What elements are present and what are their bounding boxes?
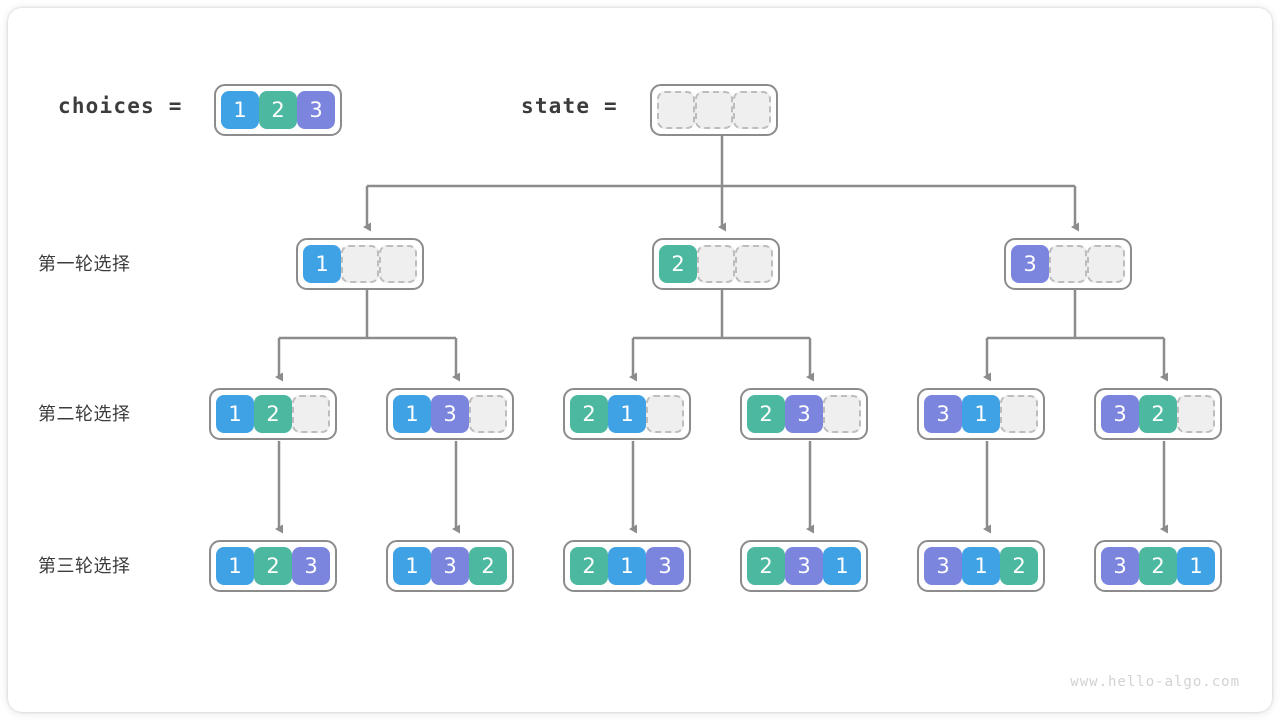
r3g3-cell-0: 2 xyxy=(570,547,608,585)
r3g5-cell-1: 1 xyxy=(962,547,1000,585)
row-label-1: 第一轮选择 xyxy=(38,254,131,274)
watermark: www.hello-algo.com xyxy=(1070,674,1240,690)
choices-cell-1: 2 xyxy=(259,91,297,129)
state-cell-1 xyxy=(695,91,733,129)
r3g4-cell-0: 2 xyxy=(747,547,785,585)
r3g1-cell-1: 2 xyxy=(254,547,292,585)
state-array xyxy=(650,84,778,136)
row-label-2: 第二轮选择 xyxy=(38,404,131,424)
r1g2-cell-2 xyxy=(735,245,773,283)
state-array-r1-g1: 1 xyxy=(296,238,424,290)
r3g2-cell-2: 2 xyxy=(469,547,507,585)
state-cell-2 xyxy=(733,91,771,129)
r2g6-cell-1: 2 xyxy=(1139,395,1177,433)
state-label: state = xyxy=(521,94,618,118)
r2g1-cell-1: 2 xyxy=(254,395,292,433)
r2g3-cell-2 xyxy=(646,395,684,433)
r3g6-cell-2: 1 xyxy=(1177,547,1215,585)
r1g2-cell-0: 2 xyxy=(659,245,697,283)
choices-label: choices = xyxy=(58,94,183,118)
r2g4-cell-1: 3 xyxy=(785,395,823,433)
r3g1-cell-2: 3 xyxy=(292,547,330,585)
state-cell-0 xyxy=(657,91,695,129)
r2g3-cell-0: 2 xyxy=(570,395,608,433)
r2g6-cell-2 xyxy=(1177,395,1215,433)
state-array-r1-g2: 2 xyxy=(652,238,780,290)
r3g4-cell-1: 3 xyxy=(785,547,823,585)
r3g4-cell-2: 1 xyxy=(823,547,861,585)
row-label-3: 第三轮选择 xyxy=(38,556,131,576)
r2g4-cell-0: 2 xyxy=(747,395,785,433)
r3g3-cell-1: 1 xyxy=(608,547,646,585)
r2g3-cell-1: 1 xyxy=(608,395,646,433)
r1g3-cell-1 xyxy=(1049,245,1087,283)
r2g4-cell-2 xyxy=(823,395,861,433)
r2g6-cell-0: 3 xyxy=(1101,395,1139,433)
r3g2-cell-0: 1 xyxy=(393,547,431,585)
r2g5-cell-2 xyxy=(1000,395,1038,433)
diagram-card xyxy=(8,8,1272,712)
r1g1-cell-0: 1 xyxy=(303,245,341,283)
r2g5-cell-1: 1 xyxy=(962,395,1000,433)
r3g5-cell-0: 3 xyxy=(924,547,962,585)
state-array-r1-g3: 3 xyxy=(1004,238,1132,290)
r3g2-cell-1: 3 xyxy=(431,547,469,585)
r2g2-cell-0: 1 xyxy=(393,395,431,433)
r2g5-cell-0: 3 xyxy=(924,395,962,433)
choices-cell-2: 3 xyxy=(297,91,335,129)
r1g1-cell-1 xyxy=(341,245,379,283)
r2g2-cell-1: 3 xyxy=(431,395,469,433)
r2g1-cell-2 xyxy=(292,395,330,433)
r3g5-cell-2: 2 xyxy=(1000,547,1038,585)
r3g1-cell-0: 1 xyxy=(216,547,254,585)
r2g1-cell-0: 1 xyxy=(216,395,254,433)
r2g2-cell-2 xyxy=(469,395,507,433)
r3g6-cell-1: 2 xyxy=(1139,547,1177,585)
r1g2-cell-1 xyxy=(697,245,735,283)
r3g3-cell-2: 3 xyxy=(646,547,684,585)
r3g6-cell-0: 3 xyxy=(1101,547,1139,585)
r1g3-cell-0: 3 xyxy=(1011,245,1049,283)
choices-cell-0: 1 xyxy=(221,91,259,129)
r1g1-cell-2 xyxy=(379,245,417,283)
r1g3-cell-2 xyxy=(1087,245,1125,283)
